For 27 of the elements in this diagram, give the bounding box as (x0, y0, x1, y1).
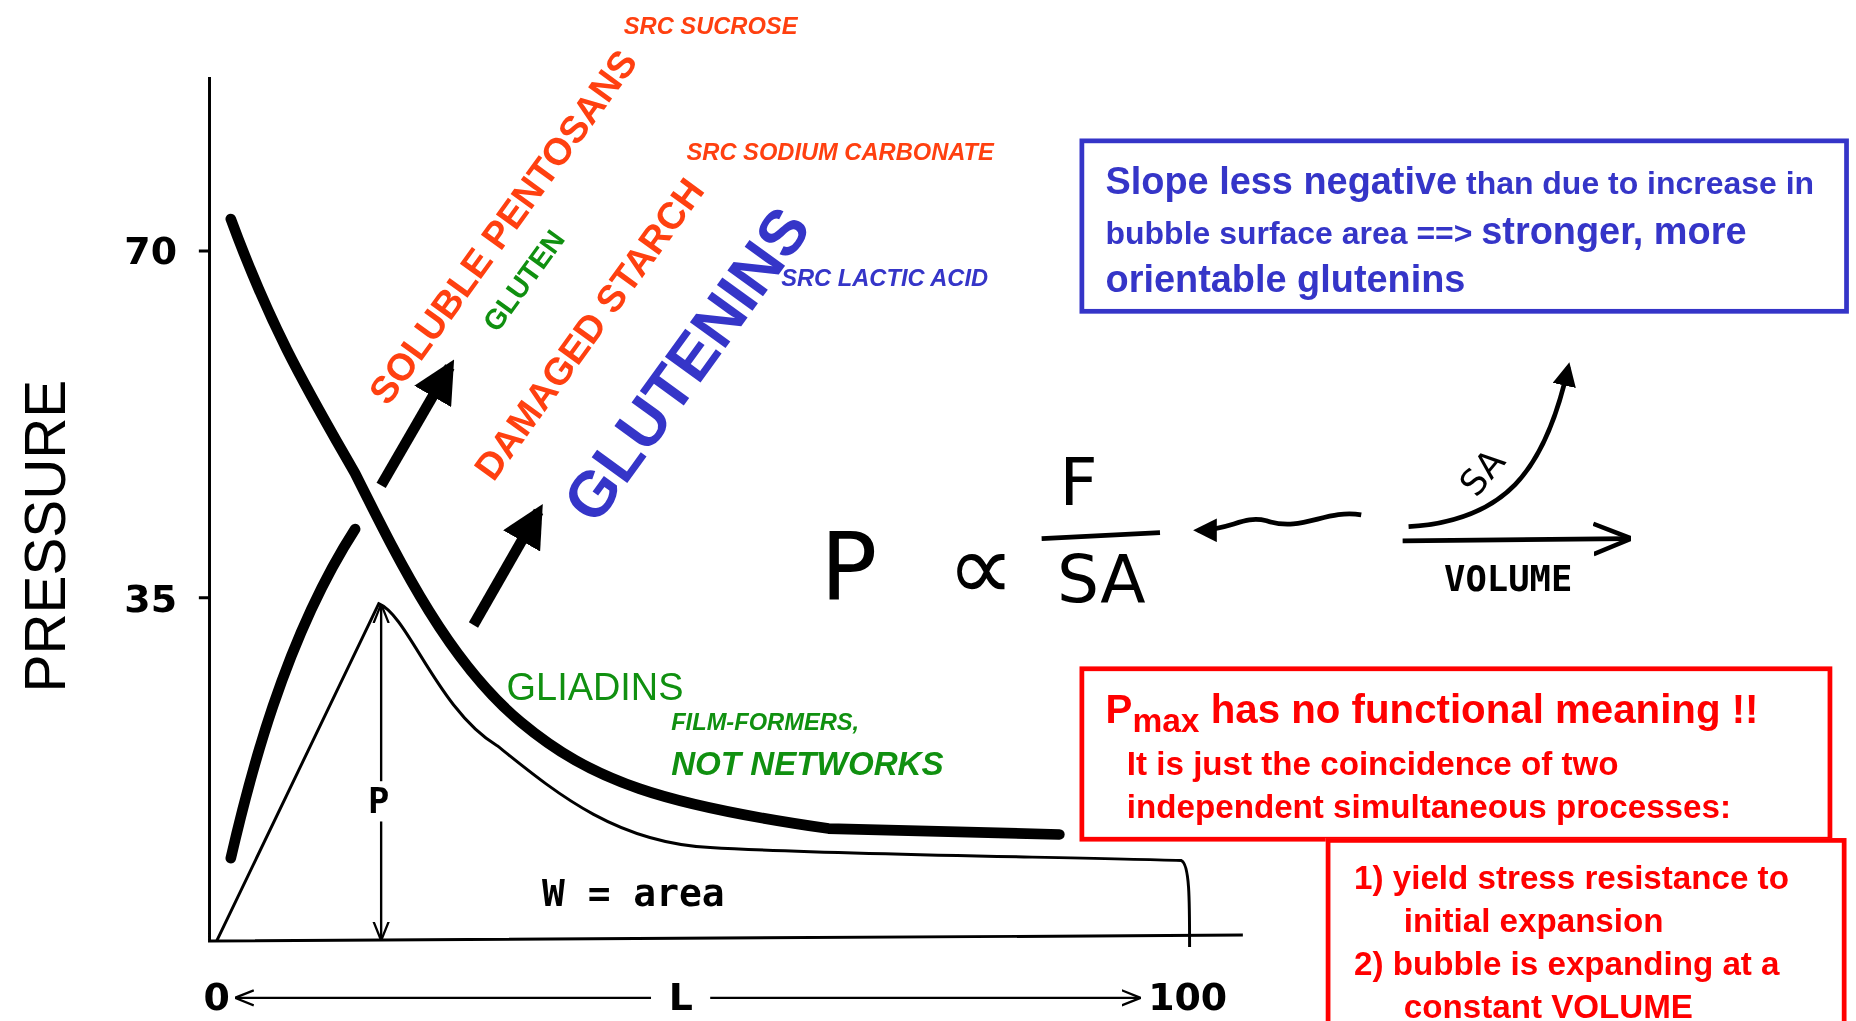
axis-label: L (668, 977, 693, 1016)
tick-label: 70 (124, 232, 177, 270)
note-box (1079, 666, 1833, 842)
note-text: SRC SUCROSE (623, 14, 798, 38)
note-text: NOT NETWORKS (671, 748, 944, 782)
note-text: It is just the coincidence of two independent simultaneous processes: (1125, 744, 1732, 827)
formula-symbol: F (1059, 449, 1098, 517)
tick-label: 100 (1148, 977, 1228, 1016)
dimension-label: P (368, 781, 390, 822)
area-label: W = area (542, 873, 725, 912)
formula-symbol: ∝ (946, 520, 1015, 616)
note-text: 1) yield stress resistance to initial expansion (1354, 858, 1790, 942)
note-text: 2) bubble is expanding at a constant VOLUME (1354, 944, 1781, 1021)
axis-label: SA (1453, 443, 1512, 503)
note-box (1325, 838, 1847, 1021)
note-text: FILM-FORMERS, (671, 710, 860, 734)
heading-text: P$_{max}$ has no functional meaning !! (1105, 685, 1760, 742)
axis-title: PRESSURE (17, 379, 75, 693)
axis-label: VOLUME (1444, 561, 1573, 597)
formula-symbol: SA (1057, 546, 1146, 614)
note-text: Slope less negative than due to increase in bubble surface area ==> stronger, more orientable glutenins (1105, 158, 1816, 303)
tick-label: 0 (203, 977, 230, 1016)
formula-symbol: P (820, 520, 878, 616)
component-label: GLIADINS (506, 667, 684, 706)
tick-label: 35 (124, 580, 177, 618)
note-text: SRC SODIUM CARBONATE (686, 139, 994, 164)
note-box (1079, 138, 1849, 314)
